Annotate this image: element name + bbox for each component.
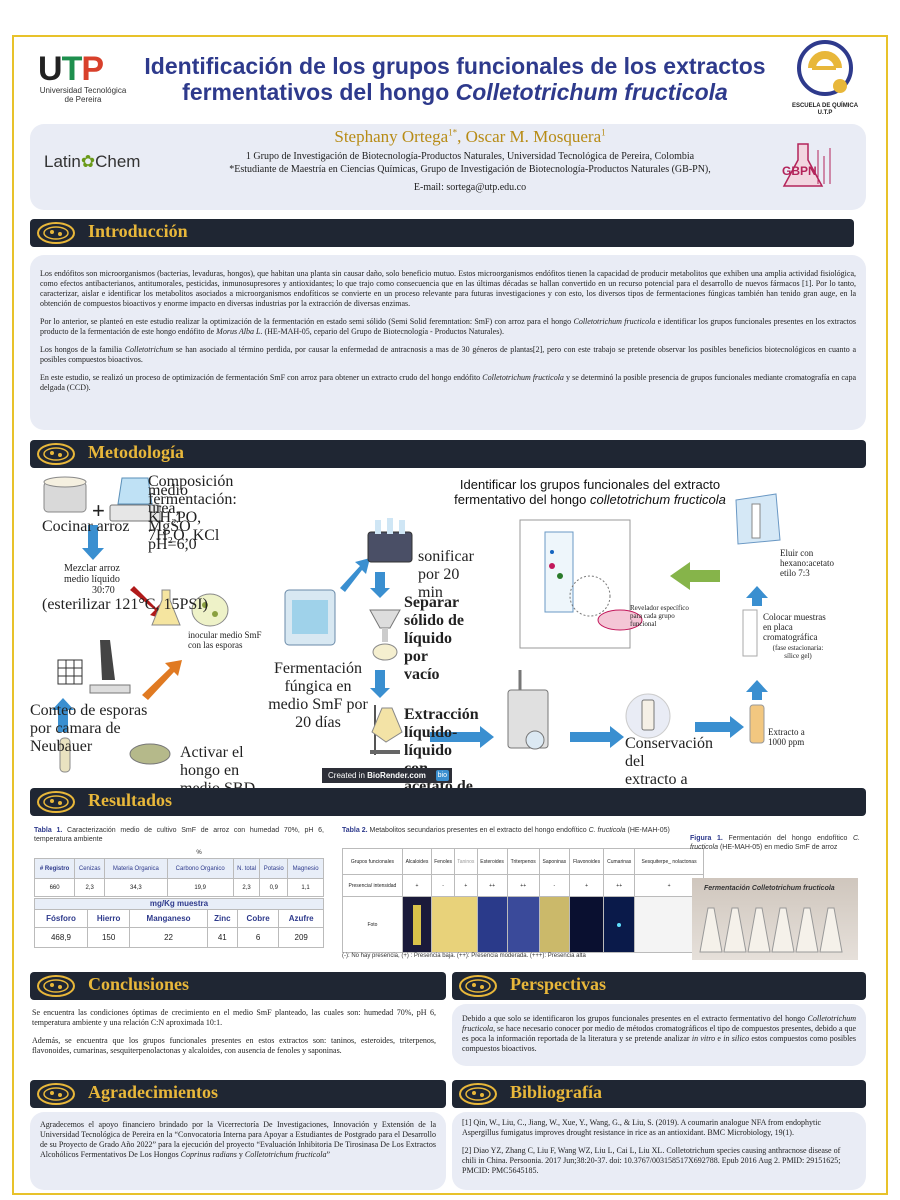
tlc-plate-icon	[742, 609, 758, 657]
section-header-resultados: Resultados	[30, 788, 866, 816]
poster-frame	[12, 35, 888, 1195]
test-tube-icon	[59, 737, 71, 773]
petri-dish-photo	[129, 743, 171, 765]
rotary-evaporator-icon	[507, 670, 549, 750]
rice-pot-icon	[43, 476, 87, 513]
author-names: Stephany Ortega1*, Oscar M. Mosquera1	[334, 127, 606, 146]
authors-box: Latin✿Chem Stephany Ortega1*, Oscar M. M…	[30, 124, 866, 210]
eq-emblem-icon	[797, 40, 853, 96]
reference-2: [2] Diao YZ, Zhang C, Liu F, Wang WZ, Li…	[462, 1146, 841, 1175]
section-header-bibliografia: Bibliografía	[452, 1080, 866, 1108]
flasks-photo	[699, 907, 843, 953]
section-header-metodologia: Metodología	[30, 440, 866, 468]
figure1-photo: Fermentación Colletotrichum fructicola	[692, 878, 858, 960]
section-header-intro: Introducción	[30, 219, 854, 247]
reference-1: [1] Qin, W., Liu, C., Jiang, W., Xue, Y.…	[462, 1118, 822, 1137]
acknowledgements-box: Agradecemos el apoyo financiero brindado…	[30, 1112, 446, 1190]
separatory-funnel-icon	[370, 705, 403, 755]
table2: Grupos funcionales Alcaloides Fenoles Ta…	[342, 848, 704, 953]
table-row: Presencia/ intensidad + - + ++ ++ - + ++…	[342, 874, 704, 897]
utp-name: Universidad Tecnológica de Pereira	[39, 86, 127, 104]
arrow-green-icon	[670, 562, 720, 590]
affiliation-1: 1 Grupo de Investigación de Biotecnologí…	[245, 151, 695, 162]
flask-petri-icon	[151, 589, 229, 627]
affiliation-2: *Estudiante de Maestría en Ciencias Quím…	[229, 164, 711, 175]
latinchem-logo: Latin✿Chem	[44, 152, 141, 171]
poster-title: Identificación de los grupos funcionales…	[144, 53, 766, 105]
table-row: 468,9 150 22 41 6 209	[34, 927, 324, 948]
tlc-photo-flavonoides	[568, 896, 605, 953]
section-header-perspectivas: Perspectivas	[452, 972, 866, 1000]
vial-icon	[625, 693, 671, 739]
arrow-up-icon	[52, 698, 74, 732]
petri-dish-icon	[459, 975, 497, 997]
author-email[interactable]: E-mail: sortega@utp.edu.co	[413, 182, 527, 193]
svg-text:+: +	[92, 498, 105, 523]
figure1-caption: Figura 1. Fermentación del hongo endofít…	[690, 835, 860, 851]
table2-caption: Tabla 2. Metabolitos secundarios present…	[342, 827, 670, 834]
table-row: Foto	[342, 896, 704, 953]
utp-logo: UTP Universidad Tecnológica de Pereira	[38, 50, 127, 104]
results-area: Tabla 1. Caracterización medio de cultiv…	[30, 822, 866, 964]
petri-dish-icon	[37, 975, 75, 997]
identification-title: Identificar los grupos funcionales del e…	[454, 477, 726, 507]
conclusions-box: Se encuentra las condiciones óptimas de …	[24, 1004, 444, 1074]
methodology-illustrations: +	[43, 476, 781, 773]
petri-dish-icon	[37, 1083, 75, 1105]
arrow-down-icon	[370, 572, 390, 598]
tlc-reveal-panel	[519, 519, 643, 649]
vacuum-funnel-icon	[369, 609, 401, 661]
arrow-right-icon	[570, 726, 624, 748]
arrow-right-icon	[340, 558, 370, 592]
arrow-down-icon	[370, 670, 390, 698]
arrow-up-icon	[746, 586, 768, 606]
tlc-photo-esteroides	[476, 896, 508, 953]
sonicator-icon	[367, 518, 413, 563]
section-header-conclusiones: Conclusiones	[30, 972, 446, 1000]
extract-vial-icon	[749, 704, 765, 744]
escuela-quimica-logo: ESCUELA DE QUÍMICA U.T.P	[790, 38, 860, 120]
perspectives-box: Debido a que solo se identificaron los g…	[452, 1004, 866, 1066]
tlc-photo-saponinas	[538, 896, 570, 953]
section-header-agradecimientos: Agradecimientos	[30, 1080, 446, 1108]
gbpn-logo: GBPN	[778, 140, 838, 192]
magnetic-stirrer-icon	[109, 477, 161, 522]
incubator-icon	[284, 589, 336, 646]
petri-dish-icon	[37, 443, 75, 465]
microscope-icon	[57, 640, 131, 694]
arrow-right-icon	[695, 716, 744, 738]
table1-bottom: mg/Kg muestra Fósforo Hierro Manganeso Z…	[34, 898, 324, 948]
tlc-photo-alcaloides	[412, 904, 421, 945]
intro-box: Los endófitos son microorganismos (bacte…	[30, 255, 866, 430]
petri-dish-icon	[37, 791, 75, 813]
petri-dish-icon	[459, 1083, 497, 1105]
tlc-photo-fenoles	[431, 896, 478, 953]
tlc-photo-triterpenos	[506, 896, 540, 953]
arrow-right-icon	[430, 726, 494, 748]
table1-top: % # Registro Cenizas Materia Organica Ca…	[33, 848, 324, 897]
table-row: 660 2,3 34,3 19,9 2,3 0,9 1,1	[33, 878, 324, 897]
arrow-orange-icon	[142, 660, 182, 700]
petri-dish-icon	[37, 222, 75, 244]
arrow-down-icon	[82, 525, 104, 560]
bibliography-box: [1] Qin, W., Liu, C., Jiang, W., Xue, Y.…	[452, 1112, 866, 1190]
arrow-up-icon	[746, 680, 768, 700]
elution-chamber-icon	[735, 493, 781, 545]
table2-legend: (-): No hay presencia, (+) : Presencia b…	[342, 953, 586, 959]
table1-caption: Tabla 1. Caracterización medio de cultiv…	[34, 827, 325, 843]
